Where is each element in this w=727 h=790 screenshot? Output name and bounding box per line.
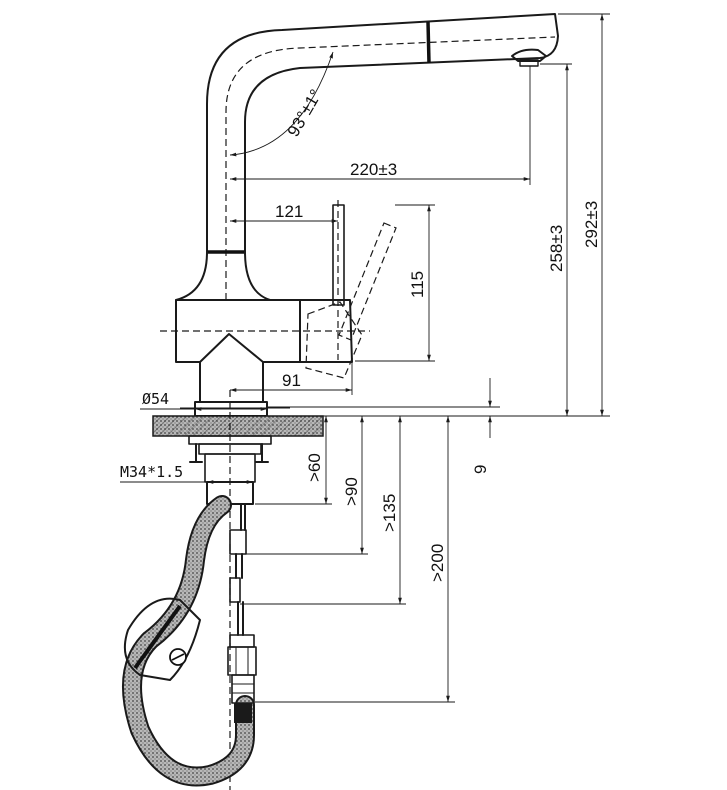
mounting-base bbox=[152, 390, 324, 790]
spout bbox=[206, 13, 559, 300]
min-90-label: >90 bbox=[342, 477, 361, 506]
total-height-label: 292±3 bbox=[582, 201, 601, 248]
base-diameter-label: Ø54 bbox=[142, 390, 169, 408]
thread-label: M34*1.5 bbox=[120, 463, 183, 481]
spout-height-label: 258±3 bbox=[547, 225, 566, 272]
angle-label: 93°±1° bbox=[284, 86, 326, 140]
supply-lines bbox=[122, 495, 257, 787]
hex-fitting bbox=[229, 634, 255, 648]
min-60-label: >60 bbox=[305, 453, 324, 482]
faucet-body bbox=[160, 251, 370, 403]
lever-handle bbox=[305, 200, 397, 379]
deck-thickness-label: 9 bbox=[471, 465, 490, 474]
lever-offset-label: 121 bbox=[275, 202, 303, 221]
min-200-label: >200 bbox=[428, 544, 447, 582]
min-135-label: >135 bbox=[380, 494, 399, 532]
reach-label: 220±3 bbox=[350, 160, 397, 179]
dimension-labels: 93°±1° 220±3 121 115 91 Ø54 M34*1.5 258±… bbox=[120, 86, 601, 582]
hose-weight bbox=[124, 597, 201, 681]
base-offset-label: 91 bbox=[282, 371, 301, 390]
pipe-connector bbox=[229, 529, 247, 555]
braided-hose bbox=[124, 497, 253, 785]
dimension-lines bbox=[120, 13, 610, 703]
lever-height-label: 115 bbox=[408, 271, 427, 298]
